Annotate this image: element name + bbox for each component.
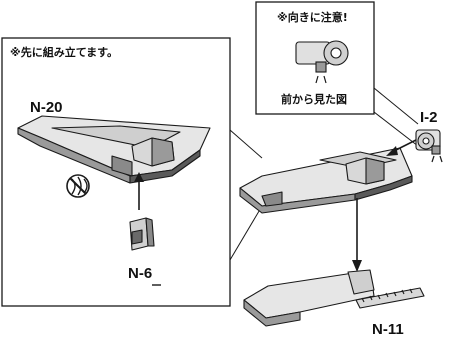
- orientation-callout-line-bottom: [373, 111, 419, 147]
- insert-arrow-n6: [134, 172, 144, 210]
- tick-marks-orientation: [315, 75, 327, 84]
- connector-front-view-drawing: [295, 40, 349, 73]
- orientation-callout-line-top: [373, 87, 419, 125]
- inset-note: ※先に組み立てます。: [10, 46, 119, 59]
- orientation-caption: 前から見た図: [281, 93, 347, 106]
- part-label-n6: N-6: [128, 265, 153, 282]
- insert-arrow-i2: [386, 139, 417, 156]
- orientation-note: ※向きに注意!: [277, 11, 348, 24]
- part-i2-drawing: [415, 129, 441, 155]
- no-glue-icon: [66, 174, 90, 198]
- part-label-n11: N-11: [372, 321, 404, 338]
- inset-callout-line-top: [229, 129, 263, 159]
- part-label-n20: N-20: [30, 99, 63, 116]
- insert-arrow-down: [352, 198, 362, 272]
- part-label-i2: I-2: [420, 109, 438, 126]
- tick-marks-i2: [431, 155, 443, 163]
- part-n6-drawing: [129, 217, 155, 251]
- main-assembly-drawing: [239, 147, 413, 214]
- part-n11-drawing: [243, 269, 425, 327]
- part-n20-drawing: [17, 115, 211, 184]
